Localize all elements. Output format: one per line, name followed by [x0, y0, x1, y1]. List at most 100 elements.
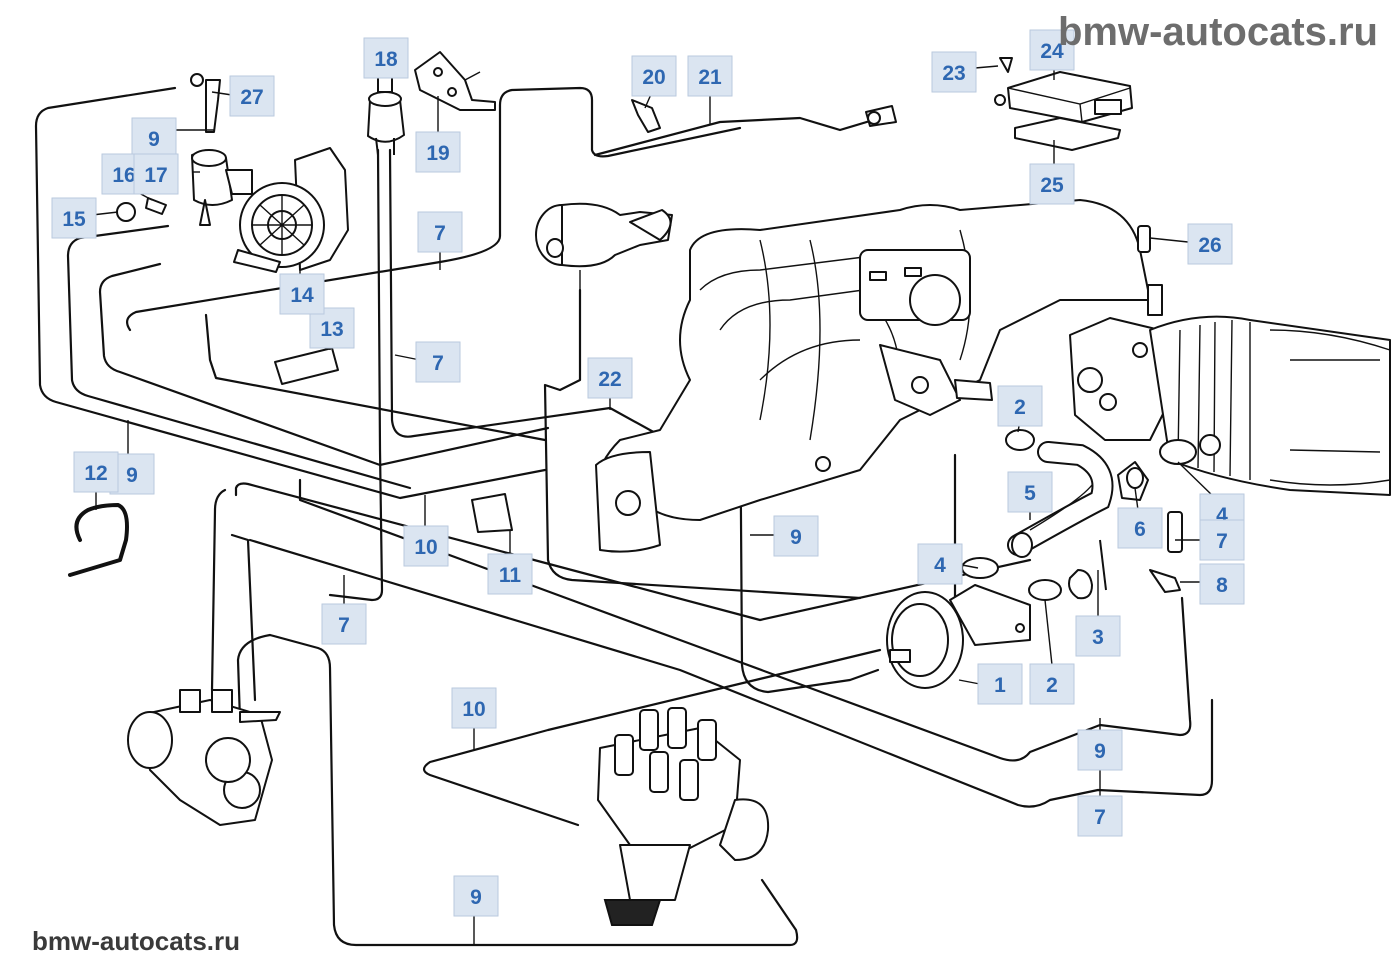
hose-9-outer-loop	[34, 86, 547, 500]
svg-text:8: 8	[1216, 574, 1228, 597]
svg-text:27: 27	[240, 86, 263, 109]
callout-4: 4	[917, 543, 963, 585]
svg-text:12: 12	[84, 462, 107, 485]
callout-19: 19	[415, 131, 461, 173]
callout-10: 10	[403, 525, 449, 567]
callout-9: 9	[453, 875, 499, 917]
vacuum-actuator-1	[886, 584, 1031, 689]
watermark-bottom: bmw-autocats.ru	[32, 926, 241, 956]
hose-diagonal-1	[234, 482, 1032, 622]
callout-17: 17	[133, 153, 179, 195]
callout-15: 15	[51, 197, 97, 239]
svg-text:7: 7	[432, 352, 444, 375]
callout-20: 20	[631, 55, 677, 97]
svg-text:13: 13	[320, 318, 343, 341]
svg-text:9: 9	[790, 526, 802, 549]
callout-27: 27	[229, 75, 275, 117]
sensor-line-21	[593, 99, 897, 157]
svg-text:7: 7	[1094, 806, 1106, 829]
callout-9: 9	[773, 515, 819, 557]
svg-text:16: 16	[112, 164, 135, 187]
valve-18	[367, 75, 405, 156]
svg-text:5: 5	[1024, 482, 1036, 505]
svg-text:20: 20	[642, 66, 665, 89]
callout-8: 8	[1199, 563, 1245, 605]
callout-7: 7	[417, 211, 463, 253]
svg-text:15: 15	[62, 208, 86, 231]
hose-10-lower	[422, 648, 882, 827]
svg-text:10: 10	[414, 536, 437, 559]
control-unit-24	[994, 57, 1133, 151]
callout-9: 9	[131, 117, 177, 159]
callout-1: 1	[977, 663, 1023, 705]
intake-manifold	[595, 199, 1151, 553]
svg-text:22: 22	[598, 368, 621, 391]
vacuum-can-22	[535, 202, 673, 290]
svg-text:9: 9	[470, 886, 482, 909]
callout-6: 6	[1117, 507, 1163, 549]
callout-7: 7	[1077, 795, 1123, 837]
svg-text:7: 7	[1216, 530, 1228, 553]
callout-13: 13	[309, 307, 355, 349]
svg-text:14: 14	[290, 284, 314, 307]
clip-26	[1137, 225, 1151, 253]
svg-text:7: 7	[338, 614, 350, 637]
throttle-body	[1069, 284, 1391, 496]
hose-pump-link	[204, 313, 547, 442]
hose-diagonal-2	[298, 478, 1192, 762]
hose-5-assembly	[961, 429, 1221, 601]
svg-text:4: 4	[934, 554, 946, 577]
svg-text:2: 2	[1046, 674, 1058, 697]
callout-5: 5	[1007, 471, 1053, 513]
callout-18: 18	[363, 37, 409, 79]
svg-text:26: 26	[1198, 234, 1221, 257]
callout-10: 10	[451, 687, 497, 729]
parts	[68, 51, 1391, 926]
svg-text:23: 23	[942, 62, 965, 85]
callouts: 1 2 2 3 4 4 5 6 7 7 7 7 7 8 9 9 9 9 9 10…	[51, 29, 1245, 917]
callout-22: 22	[587, 357, 633, 399]
callout-23: 23	[931, 51, 977, 93]
svg-text:9: 9	[1094, 740, 1106, 763]
svg-text:6: 6	[1134, 518, 1146, 541]
svg-text:3: 3	[1092, 626, 1104, 649]
svg-text:25: 25	[1040, 174, 1064, 197]
svg-text:2: 2	[1014, 396, 1026, 419]
callout-26: 26	[1187, 223, 1233, 265]
callout-2: 2	[1029, 663, 1075, 705]
thermo-valve	[127, 689, 281, 826]
svg-text:10: 10	[462, 698, 485, 721]
svg-text:11: 11	[499, 564, 522, 587]
clamp-12	[68, 503, 129, 577]
hose-22	[543, 288, 862, 600]
callout-9: 9	[1077, 729, 1123, 771]
svg-text:1: 1	[994, 674, 1006, 697]
clip-13	[274, 347, 339, 385]
hose-7-top	[126, 86, 742, 332]
svg-text:18: 18	[374, 48, 398, 71]
callout-25: 25	[1029, 163, 1075, 205]
callout-14: 14	[279, 273, 325, 315]
clip-11	[471, 493, 513, 533]
svg-text:19: 19	[426, 142, 449, 165]
callout-21: 21	[687, 55, 733, 97]
callout-7: 7	[1199, 519, 1245, 561]
callout-3: 3	[1075, 615, 1121, 657]
valve-17	[116, 73, 253, 226]
callout-11: 11	[487, 553, 533, 595]
distributor	[597, 707, 770, 926]
hose-10	[98, 262, 550, 467]
hose-vertical-18	[328, 148, 384, 602]
bracket-19	[414, 51, 496, 111]
hose-left-pump	[210, 488, 257, 702]
hose-9-bottom	[236, 633, 799, 947]
hose-outer-loop-inner	[66, 224, 412, 490]
svg-text:9: 9	[148, 128, 160, 151]
svg-text:17: 17	[144, 164, 167, 187]
svg-text:24: 24	[1040, 40, 1064, 63]
hose-7-mid	[388, 148, 670, 442]
svg-text:9: 9	[126, 464, 138, 487]
hose-diagonal-3	[248, 538, 1214, 808]
watermark-top: bmw-autocats.ru	[1057, 10, 1378, 54]
